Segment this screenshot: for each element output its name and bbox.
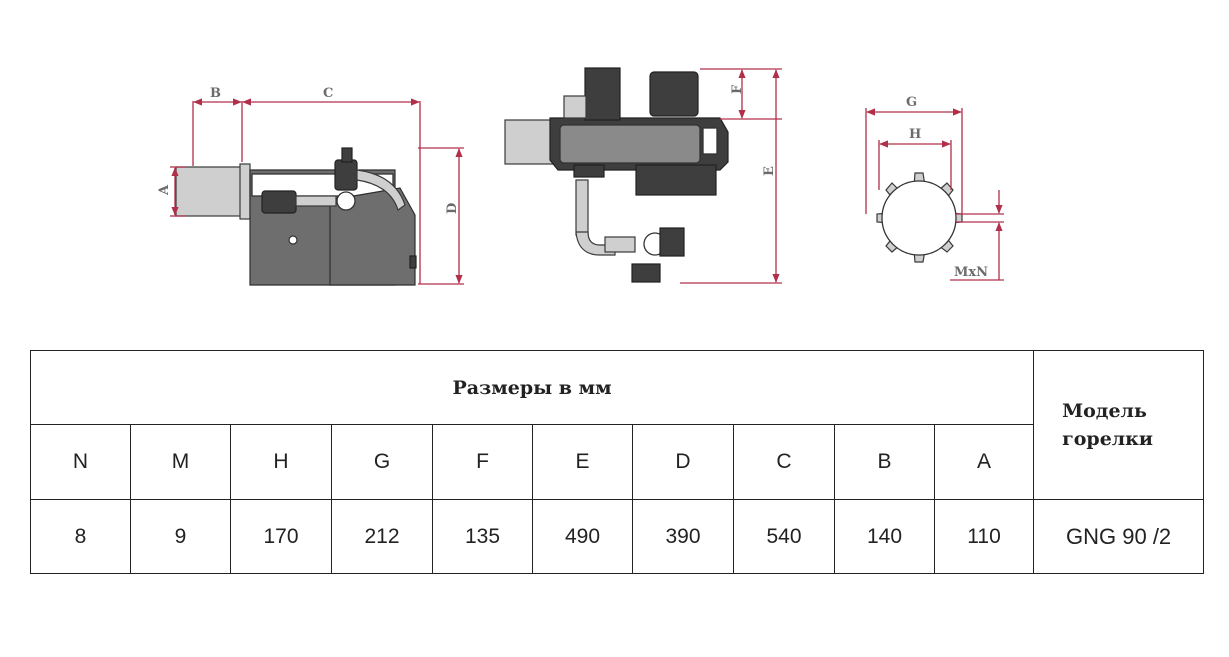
table-cell: 135 [432, 499, 533, 574]
table-cell: 212 [331, 499, 433, 574]
table-cell: 540 [733, 499, 835, 574]
dim-label-e: E [762, 166, 777, 176]
model-header-line2: горелки [1062, 428, 1153, 450]
table-cell: 170 [230, 499, 332, 574]
dim-label-mxn: MxN [954, 265, 988, 280]
column-headers-row: N M H G F E D C B A [30, 424, 1204, 500]
column-header: H [230, 424, 332, 500]
column-header: A [933, 424, 1035, 500]
table-cell: 140 [834, 499, 935, 574]
column-header: N [30, 424, 131, 500]
model-column-header: Модель горелки [1033, 350, 1205, 500]
column-header: F [432, 424, 533, 500]
column-header: E [532, 424, 633, 500]
table-cell: 110 [933, 499, 1035, 574]
side-view-dimensions: B C A D [157, 86, 464, 285]
dim-label-d: D [445, 203, 460, 214]
model-cell: GNG 90 /2 [1033, 499, 1205, 574]
table-cell: 9 [130, 499, 231, 574]
table-cell: 490 [532, 499, 633, 574]
column-header: G [331, 424, 433, 500]
column-header: B [834, 424, 935, 500]
model-header-line1: Модель [1062, 400, 1147, 422]
table-cell: 8 [30, 499, 131, 574]
dim-label-f: F [730, 84, 745, 94]
front-view-drawing [504, 67, 729, 283]
column-header: C [733, 424, 835, 500]
column-header: M [130, 424, 231, 500]
side-view-drawing [175, 147, 417, 286]
flange-view-drawing [876, 172, 963, 263]
dim-label-g: G [906, 95, 917, 110]
table-title: Размеры в мм [29, 350, 1035, 425]
column-header: D [632, 424, 734, 500]
dim-label-c: C [323, 86, 333, 101]
burner-dimension-drawings: B C A D F [157, 67, 1004, 286]
dimensions-table: Размеры в мм Модель горелки N M H G F E … [29, 350, 1205, 574]
dim-label-h: H [909, 127, 921, 142]
flange-view-dimensions: G H MxN [865, 95, 1004, 281]
dim-label-b: B [210, 86, 221, 101]
dim-label-a: A [157, 184, 172, 196]
table-row: 8 9 170 212 135 490 390 540 140 110 GNG … [30, 499, 1205, 574]
table-cell: 390 [632, 499, 734, 574]
front-view-dimensions: F E [680, 68, 782, 284]
